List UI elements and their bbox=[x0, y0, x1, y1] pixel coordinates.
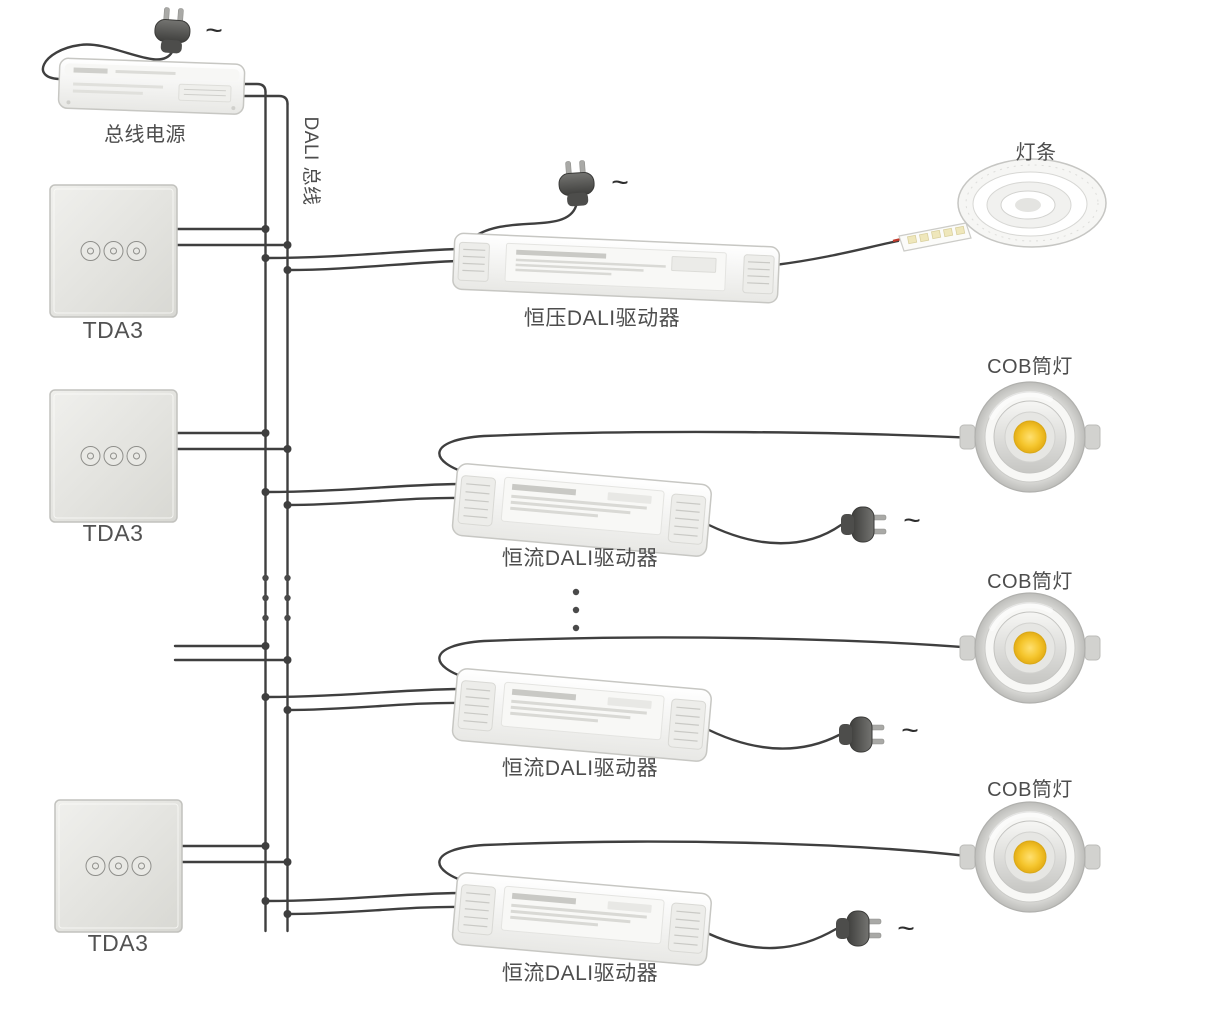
wire-ccdrv3-lamp bbox=[438, 840, 977, 885]
ac-symbol-cc3: ~ bbox=[897, 912, 915, 945]
cob-label-1: COB筒灯 bbox=[987, 356, 1073, 378]
ac-symbol-cc2: ~ bbox=[901, 714, 919, 747]
wire-cvdrv-a bbox=[264, 247, 459, 260]
power-plug-icon bbox=[840, 506, 887, 543]
power-plug-icon bbox=[838, 716, 885, 753]
wire-cvdrv-b bbox=[286, 259, 459, 272]
power-plug-icon bbox=[152, 6, 192, 55]
cob-downlight-2 bbox=[960, 593, 1100, 703]
cv-driver-label: 恒压DALI驱动器 bbox=[523, 307, 681, 330]
panel-label-1: TDA3 bbox=[82, 317, 144, 343]
ac-symbol-mains: ~ bbox=[205, 14, 223, 47]
wire-ccdrv2-b bbox=[286, 701, 463, 712]
cc-driver-label-2: 恒流DALI驱动器 bbox=[501, 757, 659, 780]
wire-bus-feed-b bbox=[241, 94, 289, 106]
cob-downlight-1 bbox=[960, 382, 1100, 492]
wire-ccdrv1-mains bbox=[699, 519, 843, 545]
cc-dali-driver-2 bbox=[450, 667, 713, 763]
wire-ccdrv3-b bbox=[286, 905, 463, 916]
wire-bus-feed-a bbox=[241, 82, 267, 94]
led-strip-icon bbox=[892, 158, 1107, 252]
wire-layer bbox=[41, 43, 977, 950]
wire-ccdrv1-b bbox=[286, 496, 463, 507]
ellipsis-dots bbox=[262, 574, 580, 632]
bus-power-unit bbox=[57, 57, 246, 115]
touch-panel-3 bbox=[54, 799, 183, 933]
wire-ccdrv3-mains bbox=[699, 927, 838, 950]
cob-downlight-3 bbox=[960, 802, 1100, 912]
led-strip-label: 灯条 bbox=[1015, 142, 1057, 164]
wire-cvdrv-output bbox=[773, 239, 900, 267]
panel-label-2: TDA3 bbox=[82, 520, 144, 546]
bus-power-label: 总线电源 bbox=[104, 124, 186, 146]
wire-ccdrv2-a bbox=[264, 687, 464, 699]
wire-ccdrv3-a bbox=[264, 891, 464, 903]
dali-bus-label: DALI 总线 bbox=[300, 116, 321, 206]
cob-label-2: COB筒灯 bbox=[987, 571, 1073, 593]
touch-panel-2 bbox=[49, 389, 178, 523]
wire-ccdrv2-lamp bbox=[438, 636, 977, 681]
touch-panel-1 bbox=[49, 184, 178, 318]
wire-ccdrv1-a bbox=[264, 482, 464, 494]
cv-dali-driver bbox=[452, 232, 781, 304]
cc-driver-label-3: 恒流DALI驱动器 bbox=[501, 962, 659, 985]
wire-ccdrv1-lamp bbox=[438, 430, 977, 476]
power-plug-icon bbox=[835, 910, 882, 947]
ac-symbol-cv: ~ bbox=[611, 166, 629, 199]
panel-label-3: TDA3 bbox=[87, 930, 149, 956]
wire-mains-cord bbox=[41, 43, 174, 81]
cc-driver-label-1: 恒流DALI驱动器 bbox=[501, 547, 659, 570]
wire-cvdrv-mains bbox=[468, 204, 578, 242]
cc-dali-driver-3 bbox=[450, 871, 713, 967]
ac-symbol-cc1: ~ bbox=[903, 504, 921, 537]
wire-ccdrv2-mains bbox=[699, 724, 841, 750]
junction-dots bbox=[261, 225, 292, 918]
power-plug-icon bbox=[557, 159, 597, 208]
cob-label-3: COB筒灯 bbox=[987, 779, 1073, 801]
